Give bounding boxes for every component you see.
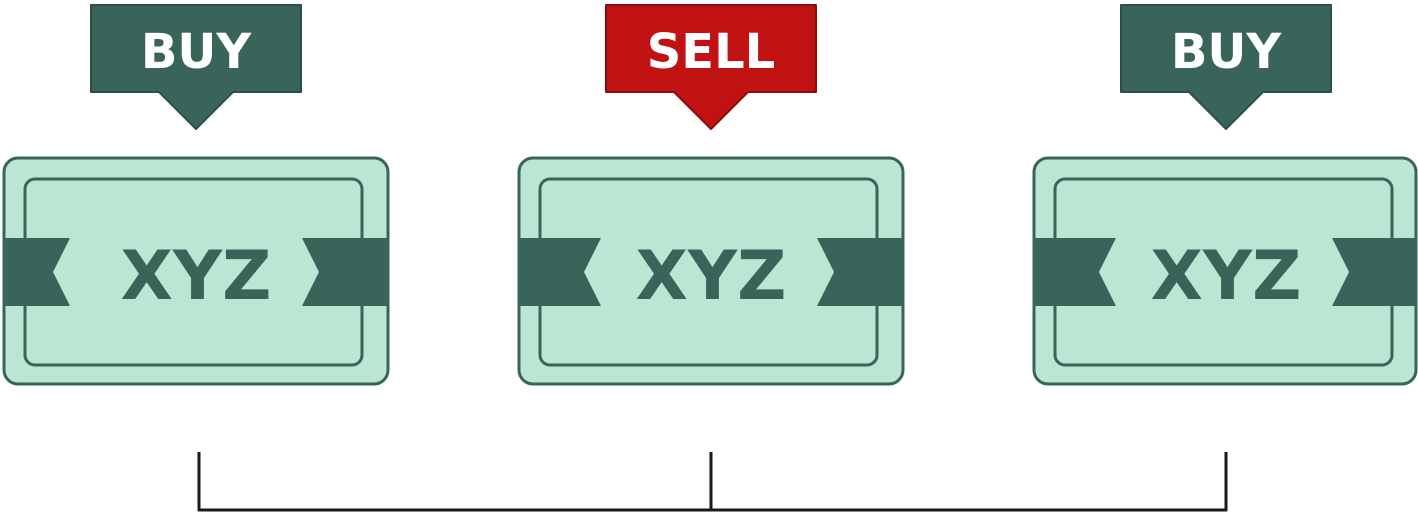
signal-label: BUY: [141, 24, 253, 80]
ribbon-left-icon: [4, 238, 70, 306]
callout-shape: [1120, 4, 1332, 130]
signal-callout-3: BUY: [1120, 4, 1332, 130]
signal-callout-1: BUY: [90, 4, 302, 130]
ticker-label: XYZ: [1151, 237, 1302, 316]
ribbon-right-icon: [1332, 238, 1416, 306]
bracket-connector: [197, 452, 1228, 512]
stock-certificate-2: XYZ: [517, 156, 905, 386]
ribbon-left-icon: [519, 238, 601, 306]
stock-certificate-3: XYZ: [1032, 156, 1418, 386]
trade-step-1: BUY XYZ: [2, 4, 390, 386]
signal-label: SELL: [647, 24, 776, 80]
ribbon-right-icon: [817, 238, 903, 306]
signal-label: BUY: [1171, 24, 1283, 80]
trade-step-3: BUY XYZ: [1032, 4, 1418, 386]
ribbon-left-icon: [1034, 238, 1116, 306]
callout-shape: [605, 4, 817, 130]
trade-step-2: SELL XYZ: [517, 4, 905, 386]
callout-shape: [90, 4, 302, 130]
ticker-label: XYZ: [121, 237, 272, 316]
ribbon-right-icon: [302, 238, 388, 306]
stock-certificate-1: XYZ: [2, 156, 390, 386]
signal-callout-2: SELL: [605, 4, 817, 130]
ticker-label: XYZ: [636, 237, 787, 316]
